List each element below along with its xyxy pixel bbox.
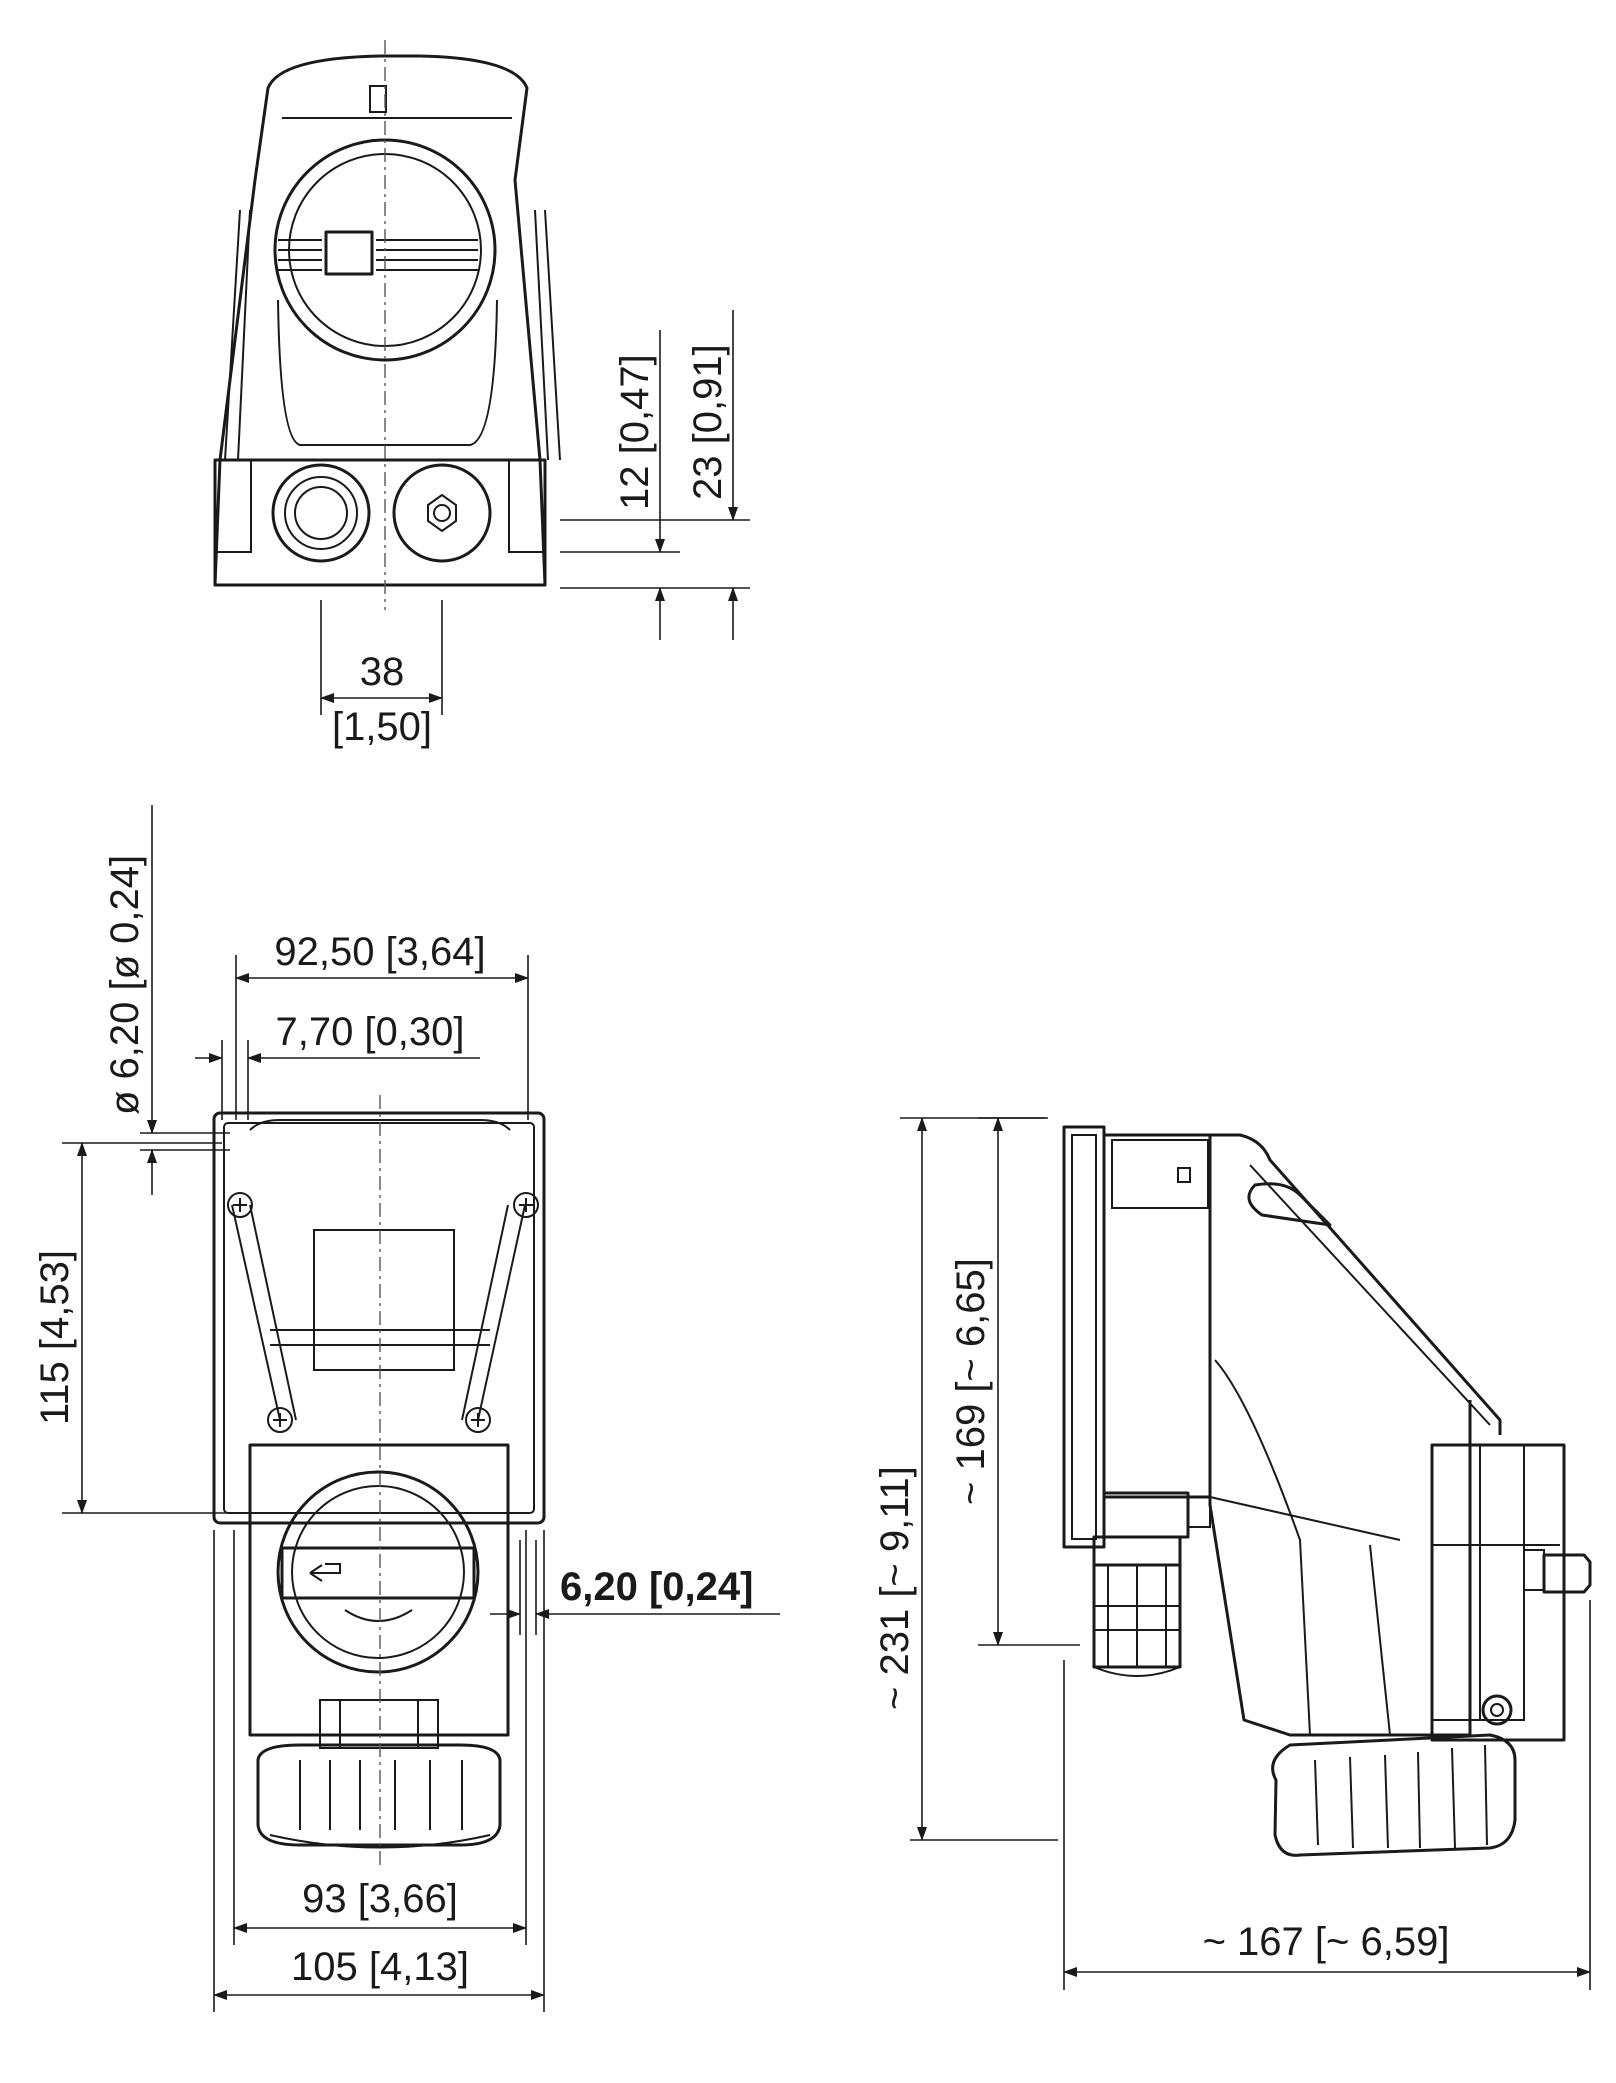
- side-total-height-label: ~ 231 [~ 9,11]: [873, 1466, 917, 1710]
- side-depth-label: ~ 167 [~ 6,59]: [1203, 1920, 1450, 1964]
- front-inner-width-label: 93 [3,66]: [302, 1877, 458, 1921]
- front-view: 92,50 [3,64] 7,70 [0,30] ø 6,20 [ø 0,24]…: [33, 805, 780, 2012]
- front-hole-height-label: 115 [4,53]: [33, 1250, 77, 1425]
- front-side-gap-label: 6,20 [0,24]: [560, 1565, 753, 1609]
- top-height-small-label: 12 [0,47]: [613, 354, 657, 510]
- top-view: 38 [1,50] 12 [0,47] 23 [0,91]: [213, 40, 750, 749]
- front-outer-width-label: 92,50 [3,64]: [274, 930, 485, 974]
- side-view: ~ 231 [~ 9,11] ~ 169 [~ 6,65] ~ 167 [~ 6…: [873, 1117, 1592, 1990]
- side-body-height-label: ~ 169 [~ 6,65]: [949, 1258, 993, 1505]
- front-hole-diameter-label: ø 6,20 [ø 0,24]: [103, 855, 147, 1115]
- screw-icon: [227, 1192, 539, 1433]
- top-spacing-label: 38: [360, 650, 405, 694]
- top-spacing-inch-label: [1,50]: [332, 705, 432, 749]
- front-hole-offset-label: 7,70 [0,30]: [275, 1010, 464, 1054]
- top-height-large-label: 23 [0,91]: [686, 344, 730, 500]
- front-total-width-label: 105 [4,13]: [291, 1945, 469, 1989]
